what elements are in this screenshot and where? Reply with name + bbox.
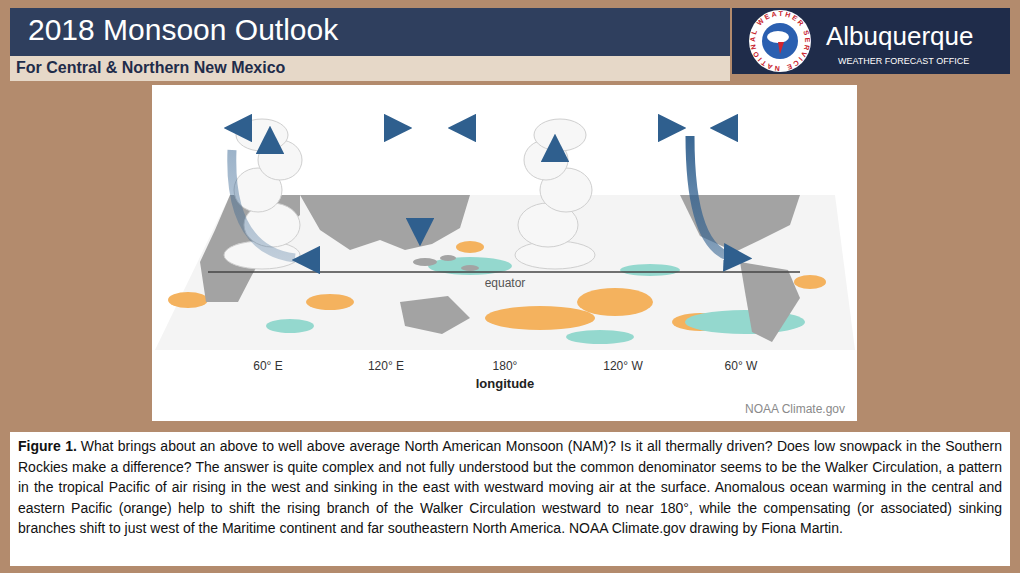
longitude-tick: 120° E [368, 360, 404, 373]
longitude-tick: 60° E [253, 360, 282, 373]
logo-cloud [767, 31, 789, 43]
logo-text: NATIONAL WEATHER SERVICE [749, 10, 811, 72]
office-subtitle: WEATHER FORECAST OFFICE [838, 57, 969, 67]
subtitle: For Central & Northern New Mexico [16, 59, 285, 77]
axis-title: longitude [476, 377, 535, 391]
longitude-tick: 120° W [603, 360, 642, 373]
figure-number: Figure 1. [18, 438, 77, 454]
logo-center [762, 23, 798, 59]
caption-box: Figure 1.What brings about an above to w… [10, 432, 1010, 566]
longitude-tick: 60° W [725, 360, 758, 373]
equator-label: equator [485, 277, 526, 290]
logo-funnel [778, 42, 784, 54]
caption-text: What brings about an above to well above… [18, 438, 1002, 536]
logo-text-path: NATIONAL WEATHER SERVICE [749, 10, 811, 72]
office-name: Albuquerque [826, 22, 973, 51]
logo-disc [749, 10, 811, 72]
title: 2018 Monsoon Outlook [28, 13, 338, 46]
credit-watermark: NOAA Climate.gov [745, 403, 845, 416]
longitude-tick: 180° [493, 360, 518, 373]
nws-logo: NATIONAL WEATHER SERVICE [748, 9, 812, 73]
